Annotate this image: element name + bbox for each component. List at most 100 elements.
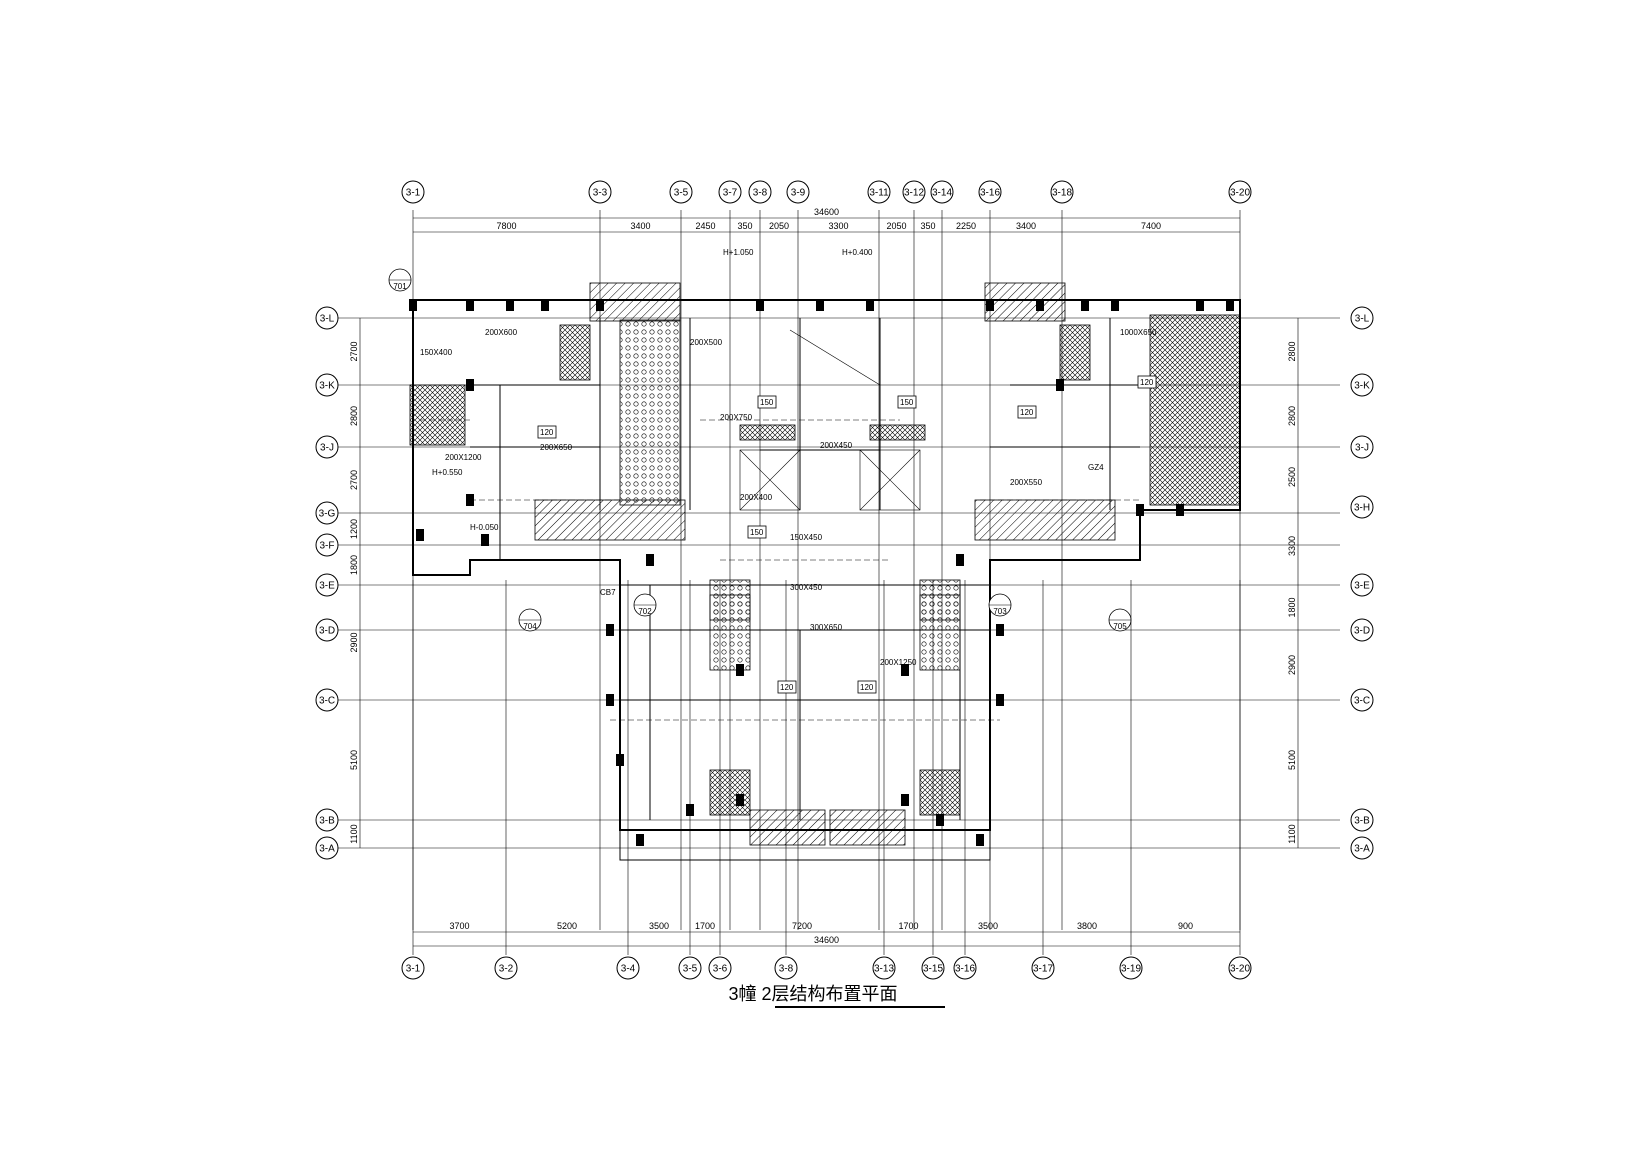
beam-label: 200X550 [1010,478,1043,487]
column [901,664,909,676]
axis-bubble: 3-1 [401,956,425,980]
slab-box [747,525,767,539]
axis-label: 3-19 [1121,964,1141,975]
hatched-area [919,769,961,816]
dimension-label: 1200 [349,519,359,539]
slab-box [537,425,557,439]
axis-bubble: 3-H [1350,495,1374,519]
beam-label: 1000X650 [1120,328,1157,337]
axis-bubble: 3-J [1350,435,1374,459]
axis-bubble: 3-14 [930,180,954,204]
column [1056,379,1064,391]
dimension: 7400 [1062,221,1240,233]
dimension-label: 3800 [1077,921,1097,931]
axis-label: 3-1 [406,964,421,975]
column [1036,299,1044,311]
axis-label: 3-J [1355,443,1369,454]
axis-label: 3-A [319,844,335,855]
dimension: 34600 [413,207,1240,219]
axis-bubble: 3-B [315,808,339,832]
dimension-label: 1100 [349,824,359,843]
axis-bubble: 3-6 [708,956,732,980]
slab-box [857,680,877,694]
note-label: CB7 [600,588,616,597]
hatched-area [409,384,466,446]
dimension: 350 [914,221,942,233]
dimension-label: 7400 [1141,221,1161,231]
dimension: 2900 [349,585,361,700]
dimension: 1700 [884,921,933,933]
slab-label: 120 [540,428,554,437]
note-label: GZ4 [1088,463,1104,472]
column [466,379,474,391]
axis-label: 3-8 [753,188,768,199]
axis-label: 3-2 [499,964,514,975]
dimension-label: 7800 [496,221,516,231]
column [816,299,824,311]
axis-label: 3-18 [1052,188,1072,199]
beam-label: 200X600 [485,328,518,337]
dimension: 2900 [1287,630,1299,700]
dimension: 5100 [349,700,361,820]
dimension-label: 3400 [630,221,650,231]
dimension-label: 3400 [1016,221,1036,231]
note-label: H+1.050 [723,248,754,257]
detail-ref: 701 [388,268,412,292]
slab-label: 150 [750,528,764,537]
dimension-label: 3500 [649,921,669,931]
dimension-label: 2900 [349,632,359,652]
note-label: H+0.400 [842,248,873,257]
hatched-area [984,282,1066,322]
dimension: 2800 [349,385,361,447]
dimension: 5100 [1287,700,1299,820]
axis-label: 3-D [319,626,335,637]
axis-label: 3-K [319,381,335,392]
column [756,299,764,311]
axis-label: 3-J [320,443,334,454]
axis-label: 3-3 [593,188,608,199]
beam-label: 200X1200 [445,453,482,462]
dimension: 3300 [798,221,879,233]
column [996,694,1004,706]
axis-label: 3-13 [874,964,894,975]
axis-bubble: 3-7 [718,180,742,204]
axis-bubble: 3-A [1350,836,1374,860]
axis-bubble: 3-12 [902,180,926,204]
axis-bubble: 3-D [1350,618,1374,642]
dimension: 3400 [990,221,1062,233]
hatched-area [709,579,751,621]
diagonal [789,329,881,386]
axis-label: 3-16 [955,964,975,975]
axis-bubble: 3-13 [872,956,896,980]
axis-label: 3-11 [869,188,889,199]
dimension-label: 5200 [557,921,577,931]
axis-label: 3-20 [1230,188,1250,199]
hatched-area [869,424,926,441]
column [636,834,644,846]
column [986,299,994,311]
note-label: H-0.050 [470,523,499,532]
column [506,299,514,311]
dimension: 3400 [600,221,681,233]
lower-block [619,584,991,861]
dimension: 2050 [760,221,798,233]
axis-bubble: 3-J [315,435,339,459]
dimension-label: 2450 [695,221,715,231]
shaft-cross [859,449,921,511]
dimension-label: 2500 [1287,467,1297,487]
axis-bubble: 3-9 [786,180,810,204]
slab-label: 150 [900,398,914,407]
axis-label: 3-5 [674,188,689,199]
column [416,529,424,541]
detail-ref-label: 705 [1113,622,1127,631]
axis-bubble: 3-5 [669,180,693,204]
hatched-area [829,809,906,846]
slab-label: 120 [1020,408,1034,417]
dimension-label: 2050 [886,221,906,231]
axis-bubble: 3-8 [748,180,772,204]
column [996,624,1004,636]
axis-label: 3-B [1354,816,1370,827]
